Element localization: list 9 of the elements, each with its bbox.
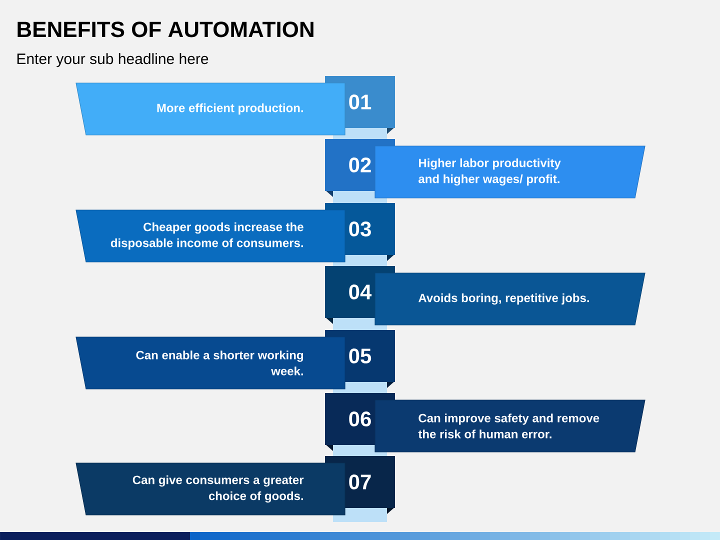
banner: Can give consumers a greater choice of goods. xyxy=(76,462,346,516)
subtitle: Enter your sub headline here xyxy=(17,53,208,68)
title: BENEFITS OF AUTOMATION xyxy=(18,22,314,38)
banner: Avoids boring, repetitive jobs. xyxy=(374,272,646,326)
banner: Can enable a shorter working week. xyxy=(76,336,346,390)
banner: Higher labor productivity and higher wages/ profit. xyxy=(374,146,646,198)
banner: More efficient production. xyxy=(76,82,346,136)
banner: Cheaper goods increase the disposable income of consumers. xyxy=(76,210,346,262)
banner: Can improve safety and remove the risk of human error. xyxy=(374,400,646,452)
